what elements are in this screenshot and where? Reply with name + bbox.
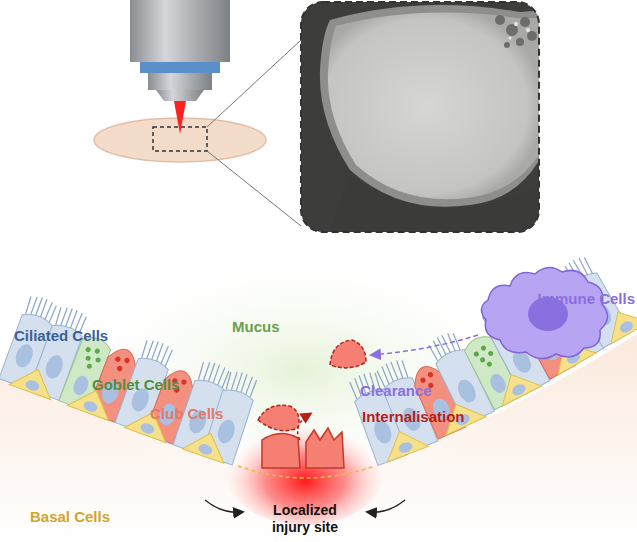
cell-type-label: Goblet Cells <box>92 376 180 393</box>
inset-frame <box>301 2 539 232</box>
closure-arrow <box>368 500 405 512</box>
process-label: Internalisation <box>362 408 465 425</box>
epithelium-right <box>347 253 637 465</box>
objective-tip <box>156 90 204 101</box>
micrograph <box>301 2 539 232</box>
cell-type-label: Basal Cells <box>30 508 110 525</box>
internalisation-arrow <box>298 414 310 440</box>
region-label: Mucus <box>232 318 280 335</box>
objective-ring <box>140 62 220 73</box>
cell-debris <box>258 405 299 430</box>
cell-type-label: Immune Cells <box>537 290 635 307</box>
site-label: Localized injury site <box>262 502 348 536</box>
zoom-line <box>207 40 301 127</box>
objective-lens <box>148 73 212 90</box>
damaged-cell <box>306 428 344 468</box>
damaged-cell <box>262 433 300 468</box>
zoom-line <box>207 151 301 226</box>
target-area <box>153 127 207 151</box>
immune-cell <box>481 267 607 358</box>
cell-type-label: Ciliated Cells <box>14 327 108 344</box>
basal-gap <box>238 466 375 478</box>
clearance-arrow <box>372 335 478 355</box>
epithelium-left <box>0 293 260 465</box>
laser-beam <box>174 101 186 134</box>
cell-debris <box>330 340 366 368</box>
process-label: Clearance <box>360 382 432 399</box>
objective-body <box>130 0 230 62</box>
cell-type-label: Club Cells <box>150 405 223 422</box>
closure-arrow <box>205 500 242 512</box>
